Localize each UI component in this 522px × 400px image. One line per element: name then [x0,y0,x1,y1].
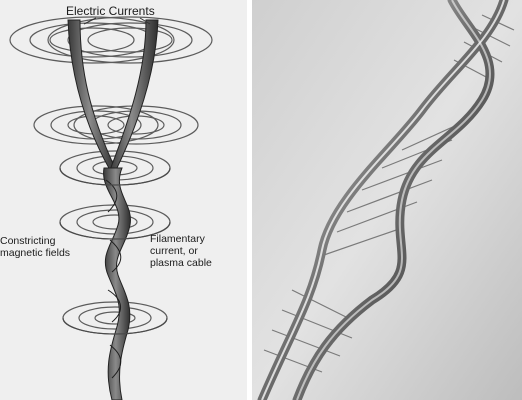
constricting-fields-label: Constricting magnetic fields [0,235,70,259]
electric-currents-label: Electric Currents [66,5,155,17]
dna-helix-image [252,0,522,400]
filamentary-current-label: Filamentary current, or plasma cable [150,233,212,269]
plasma-cable-drawing [0,0,247,400]
plasma-cable-diagram: Electric Currents Constricting magnetic … [0,0,247,400]
dna-double-helix-illustration [252,0,522,400]
